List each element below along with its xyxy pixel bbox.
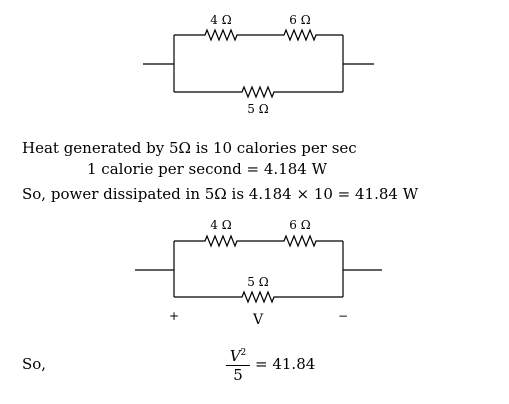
circuit-2 [135,234,382,304]
equation-fraction: V2 5 [226,344,250,384]
equation-rhs: = 41.84 [255,355,316,373]
circuit-2-resistor-4-label: 4 Ω [210,218,231,232]
circuit-2-plus-terminal: + [169,309,179,323]
equation-numerator: V2 [226,344,250,366]
circuit-2-top-branch [174,234,343,248]
calorie-conversion: 1 calorie per second = 4.184 W [87,160,328,178]
circuit-2-minus-terminal: − [338,309,348,323]
circuit-2-voltage-label: V [252,312,264,328]
circuit-1 [143,28,374,99]
heat-statement: Heat generated by 5Ω is 10 calories per … [22,139,357,157]
circuit-1-top-branch [174,28,343,42]
circuit-2-bottom-branch [174,290,343,304]
circuit-1-bottom-branch [174,85,343,99]
circuit-2-resistor-6-label: 6 Ω [289,218,310,232]
power-statement: So, power dissipated in 5Ω is 4.184 × 10… [22,185,419,203]
equation-numerator-variable: V [229,347,241,365]
circuit-1-resistor-6-label: 6 Ω [289,13,310,27]
circuit-2-resistor-5-label: 5 Ω [247,275,268,289]
equation-denominator: 5 [233,366,243,384]
equation-exponent: 2 [240,348,247,358]
equation-prefix: So, [22,355,47,373]
circuit-1-resistor-5-label: 5 Ω [247,102,268,116]
circuit-1-resistor-4-label: 4 Ω [210,13,231,27]
